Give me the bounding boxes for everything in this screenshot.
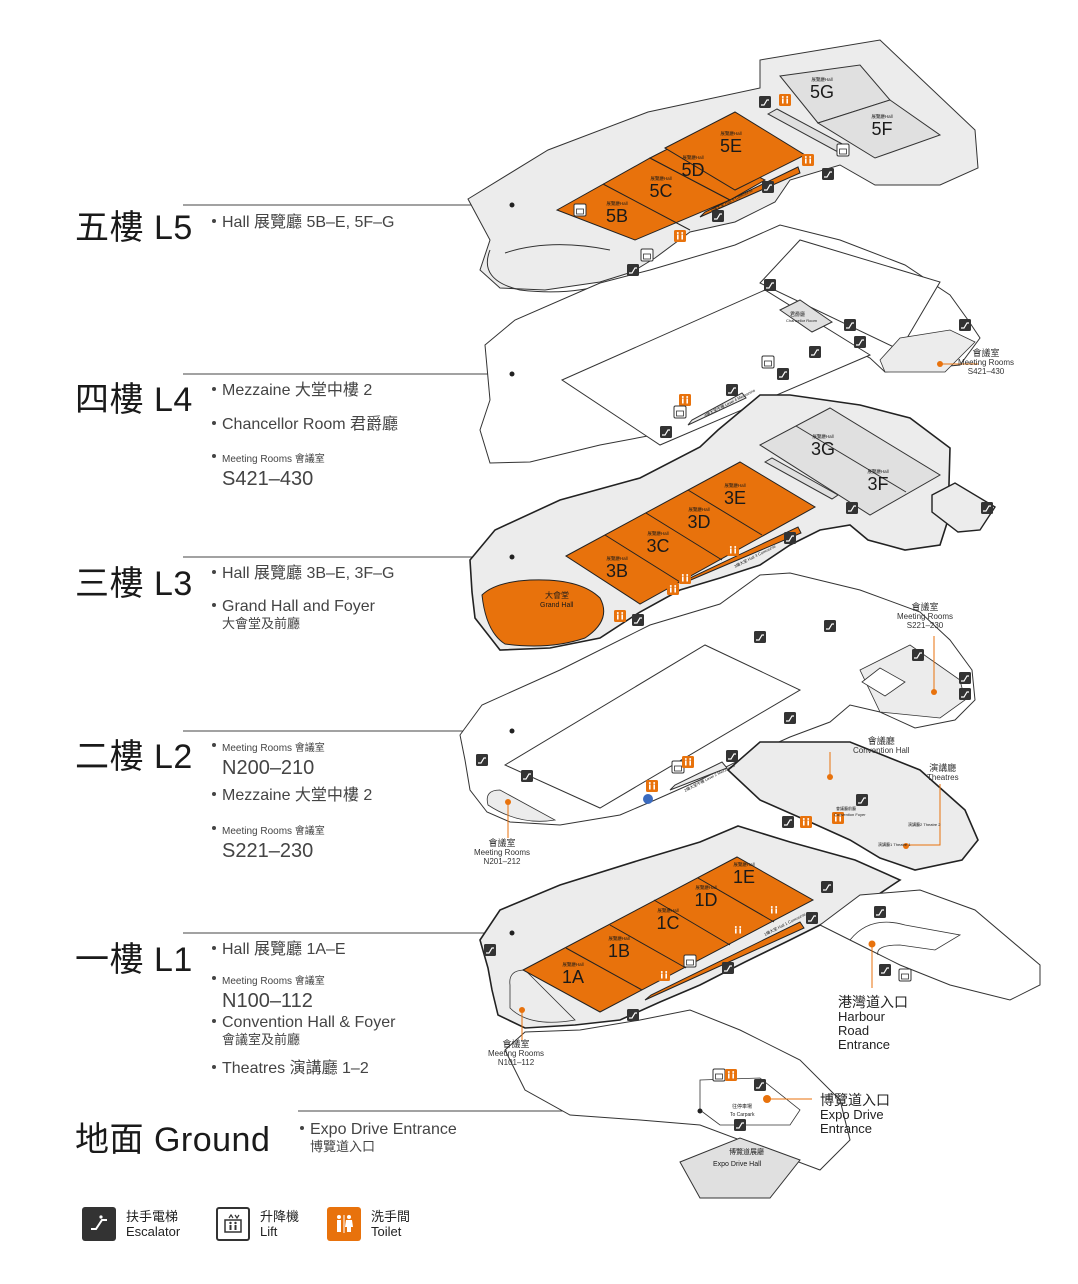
hall-label-1b[interactable]: 1B <box>608 941 630 961</box>
hall-label-5d[interactable]: 5D <box>681 160 704 180</box>
escalator-icon <box>82 1207 116 1241</box>
theatre1-label: 演講廳1 Theatre 1 <box>878 841 911 847</box>
hall-caption: 展覽廳Hall <box>606 200 627 207</box>
floor-l4-plan <box>479 224 981 464</box>
hall-label-1d[interactable]: 1D <box>694 890 717 910</box>
grand-hall-label-cn: 大會堂 <box>545 590 569 600</box>
floor-title-l1: 一樓 L1 <box>75 941 193 979</box>
hall-caption: 展覽廳Hall <box>606 555 627 562</box>
l1-bullet-4: Theatres 演講廳 1–2 <box>212 1059 369 1078</box>
facility-icons <box>475 94 994 1132</box>
hall-labels: 展覽廳Hall5B展覽廳Hall5C展覽廳Hall5D展覽廳Hall5E展覽廳H… <box>562 76 893 987</box>
l1-bullet-1: Hall 展覽廳 1A–E <box>212 940 346 959</box>
conv-foyer-cn: 會議廳前廳 <box>836 805 856 811</box>
hall-label-3g[interactable]: 3G <box>811 439 835 459</box>
hall-caption: 展覽廳Hall <box>562 961 583 968</box>
hall-caption: 展覽廳Hall <box>695 884 716 891</box>
hall-caption: 展覽廳Hall <box>720 130 741 137</box>
l3-bullet-1: Hall 展覽廳 3B–E, 3F–G <box>212 564 395 583</box>
toilet-icon <box>327 1207 361 1241</box>
floor-title-l2: 二樓 L2 <box>75 738 193 776</box>
hall-caption: 展覽廳Hall <box>608 935 629 942</box>
floor-l5-plan <box>467 39 979 293</box>
floor-ground-plan <box>504 1009 851 1199</box>
l4-bullet-1: Mezzaine 大堂中樓 2 <box>212 381 372 400</box>
hall-label-5f[interactable]: 5F <box>871 119 892 139</box>
expo-drive-entrance: 博覽道入口 Expo Drive Entrance <box>820 1092 890 1136</box>
hall-caption: 展覽廳Hall <box>688 506 709 513</box>
hall-label-3f[interactable]: 3F <box>867 474 888 494</box>
to-carpark-cn: 往停車場 <box>732 1103 752 1110</box>
floor-l1-plan <box>479 825 1041 1029</box>
anchor-dots <box>509 202 703 1114</box>
hall-label-5b[interactable]: 5B <box>606 206 628 226</box>
hall-caption: 展覽廳Hall <box>682 154 703 161</box>
l4-bullet-2: Chancellor Room 君爵廳 <box>212 415 398 434</box>
floor-title-ground: 地面 Ground <box>75 1121 271 1159</box>
hall-caption: 展覽廳Hall <box>724 482 745 489</box>
hall-label-1a[interactable]: 1A <box>562 967 584 987</box>
leader-lines <box>183 204 700 1112</box>
to-carpark-en: To Carpark <box>730 1112 755 1118</box>
hall-caption: 展覽廳Hall <box>657 907 678 914</box>
callout-markers <box>505 361 978 1103</box>
expo-drive-hall-cn: 博覽道展廳 <box>729 1147 764 1156</box>
hall-caption: 展覽廳Hall <box>650 175 671 182</box>
hall-caption: 展覽廳Hall <box>733 861 754 868</box>
hall-label-3b[interactable]: 3B <box>606 561 628 581</box>
hall-label-3e[interactable]: 3E <box>724 488 746 508</box>
floor-title-l3: 三樓 L3 <box>75 565 193 603</box>
hall-label-5g[interactable]: 5G <box>810 82 834 102</box>
hall-caption: 展覽廳Hall <box>867 468 888 475</box>
hall-caption: 展覽廳Hall <box>647 530 668 537</box>
chancellor-label-cn: 君爵廳 <box>790 311 805 318</box>
hall-label-1c[interactable]: 1C <box>656 913 679 933</box>
floor-title-l4: 四樓 L4 <box>75 381 193 419</box>
hall-caption: 展覽廳Hall <box>811 76 832 83</box>
hall-caption: 展覽廳Hall <box>871 113 892 120</box>
chancellor-label-en: Chancellor Room <box>786 318 818 323</box>
floor-title-l5: 五樓 L5 <box>75 209 193 247</box>
hall-label-5e[interactable]: 5E <box>720 136 742 156</box>
expo-drive-hall-en: Expo Drive Hall <box>713 1161 762 1168</box>
harbour-road-entrance: 港灣道入口 Harbour Road Entrance <box>838 994 908 1052</box>
floor-l2-plan <box>459 572 979 871</box>
lift-icon <box>216 1207 250 1241</box>
conv-foyer-en: Convention Foyer <box>834 812 866 817</box>
grand-hall-label-en: Grand Hall <box>540 602 574 609</box>
floor-l3-plan <box>469 394 996 651</box>
hall-label-3c[interactable]: 3C <box>646 536 669 556</box>
hall-caption: 展覽廳Hall <box>812 433 833 440</box>
l2-bullet-2: Mezzaine 大堂中樓 2 <box>212 786 372 805</box>
hall-label-5c[interactable]: 5C <box>649 181 672 201</box>
l5-bullet-1: Hall 展覽廳 5B–E, 5F–G <box>212 213 395 232</box>
theatre2-label: 演講廳2 Theatre 2 <box>908 821 941 827</box>
hall-label-1e[interactable]: 1E <box>733 867 755 887</box>
hall-label-3d[interactable]: 3D <box>687 512 710 532</box>
